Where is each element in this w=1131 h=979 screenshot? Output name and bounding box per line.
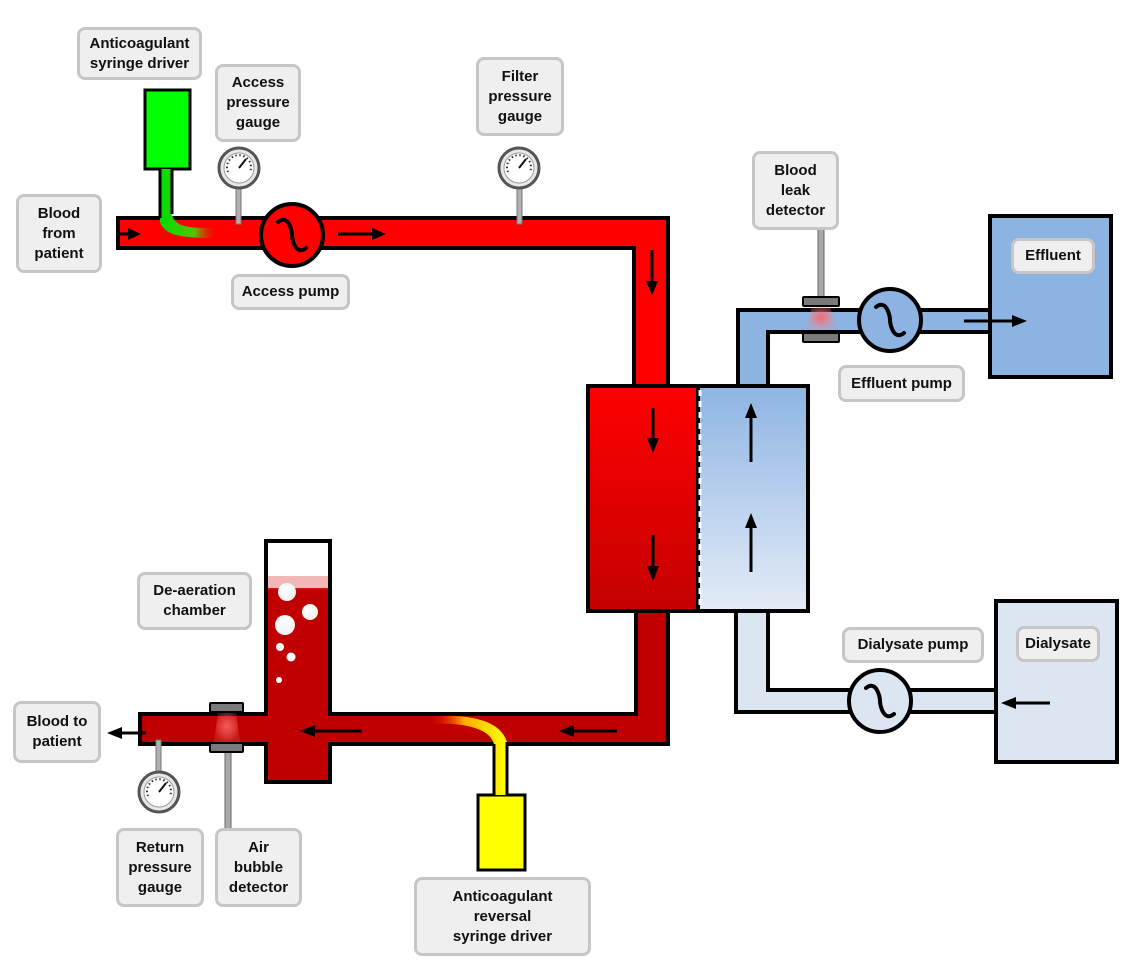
label-effluent-pump: Effluent pump: [838, 365, 965, 402]
arrow-icon: [647, 408, 659, 453]
arrow-icon: [118, 228, 141, 240]
access-pressure-gauge-icon: [217, 146, 261, 225]
label-dialysate-pump: Dialysate pump: [842, 627, 984, 663]
filter-blood-compartment: [586, 384, 700, 613]
label-blood-from-patient: Blood from patient: [16, 194, 102, 273]
return-pressure-gauge-icon: [137, 739, 181, 814]
label-dialysate: Dialysate: [1016, 626, 1100, 662]
dialysate-pump-icon: [847, 668, 913, 734]
label-access-pressure-gauge: Access pressure gauge: [215, 64, 301, 142]
arrow-icon: [964, 315, 1027, 327]
effluent-pump-icon: [857, 287, 923, 353]
label-anticoagulant-syringe-driver: Anticoagulant syringe driver: [77, 27, 202, 80]
label-access-pump: Access pump: [231, 274, 350, 310]
label-blood-leak-detector: Blood leak detector: [752, 151, 839, 230]
arrow-icon: [745, 403, 757, 462]
label-de-aeration-chamber: De-aeration chamber: [137, 572, 252, 630]
label-filter-pressure-gauge: Filter pressure gauge: [476, 57, 564, 136]
arrow-icon: [107, 727, 146, 739]
anticoagulant-syringe: [143, 88, 218, 238]
filter-fluid-compartment: [696, 384, 810, 613]
arrow-icon: [745, 513, 757, 572]
access-pump-icon: [259, 202, 325, 268]
filter-pressure-gauge-icon: [497, 146, 541, 225]
reversal-syringe: [430, 715, 527, 872]
arrow-icon: [559, 725, 617, 737]
arrow-icon: [1001, 697, 1050, 709]
arrow-icon: [647, 535, 659, 581]
flow-arrows: [107, 228, 1050, 739]
label-return-pressure-gauge: Return pressure gauge: [116, 828, 204, 907]
label-blood-to-patient: Blood to patient: [13, 701, 101, 763]
arrow-icon: [646, 250, 658, 295]
arrow-icon: [338, 228, 386, 240]
air-bubble-detector-icon: [209, 702, 244, 831]
label-effluent: Effluent: [1011, 238, 1095, 274]
blood-circuit: [116, 216, 670, 746]
label-anticoagulant-reversal-syringe-driver: Anticoagulant reversal syringe driver: [414, 877, 591, 956]
arrow-icon: [300, 725, 362, 737]
blood-leak-detector-icon: [802, 227, 840, 343]
de-aeration-chamber: [264, 539, 332, 784]
label-air-bubble-detector: Air bubble detector: [215, 828, 302, 907]
